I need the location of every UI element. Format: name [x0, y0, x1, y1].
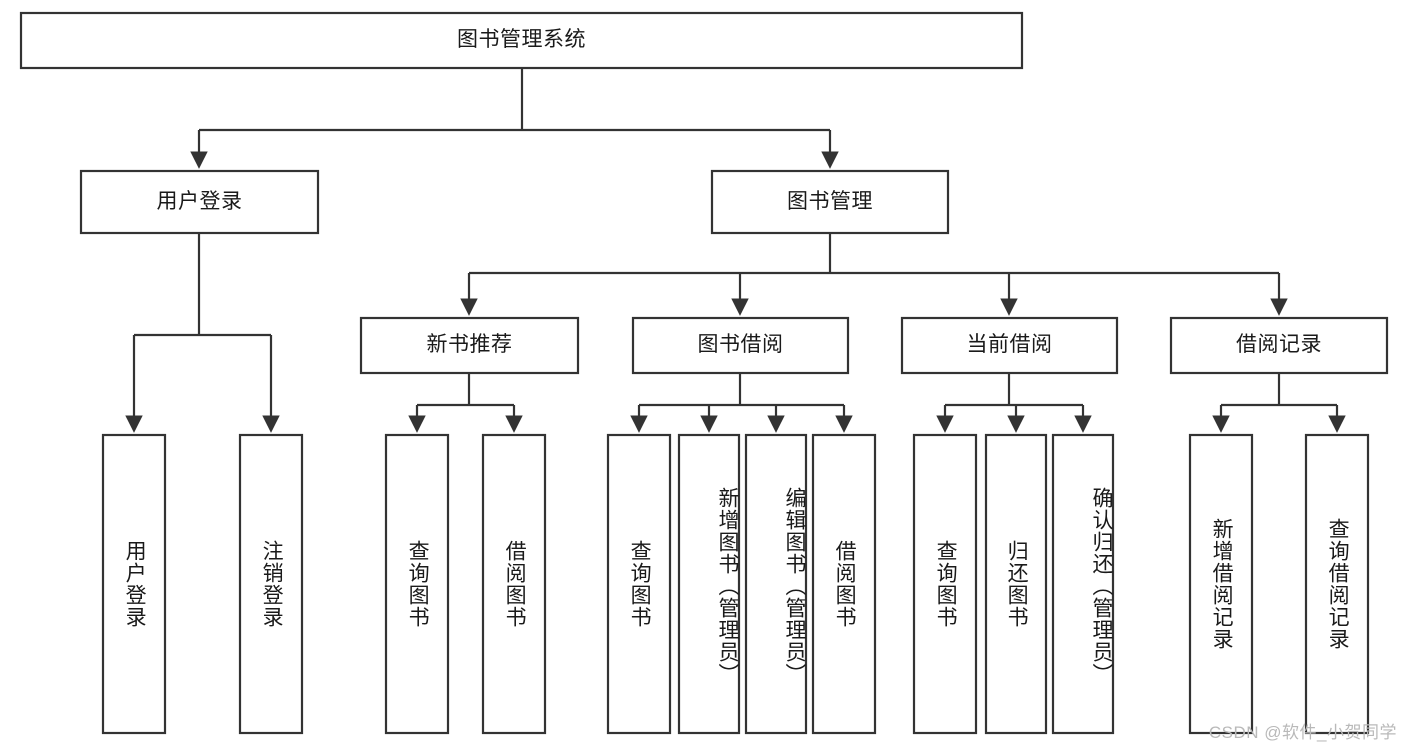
leaf-box-user-login-1[interactable]	[238, 433, 304, 735]
node-box-new-book-recommend[interactable]	[359, 316, 580, 375]
leaf-box-book-borrow-2[interactable]	[744, 433, 808, 735]
node-box-book-manage[interactable]	[710, 169, 950, 235]
node-box-current-borrow[interactable]	[900, 316, 1119, 375]
leaf-box-book-borrow-1[interactable]	[677, 433, 741, 735]
leaf-box-current-borrow-0[interactable]	[912, 433, 978, 735]
leaf-box-new-book-0[interactable]	[384, 433, 450, 735]
node-box-user-login[interactable]	[79, 169, 320, 235]
node-box-book-borrow[interactable]	[631, 316, 850, 375]
leaf-box-borrow-record-0[interactable]	[1188, 433, 1254, 735]
watermark-text: CSDN @软件_小贺同学	[1208, 723, 1397, 742]
leaf-box-new-book-1[interactable]	[481, 433, 547, 735]
leaf-box-book-borrow-3[interactable]	[811, 433, 877, 735]
leaf-box-user-login-0[interactable]	[101, 433, 167, 735]
leaf-box-current-borrow-2[interactable]	[1051, 433, 1115, 735]
node-box-borrow-record[interactable]	[1169, 316, 1389, 375]
node-box-root[interactable]	[19, 11, 1024, 70]
leaf-box-borrow-record-1[interactable]	[1304, 433, 1370, 735]
leaf-box-current-borrow-1[interactable]	[984, 433, 1048, 735]
leaf-box-book-borrow-0[interactable]	[606, 433, 672, 735]
